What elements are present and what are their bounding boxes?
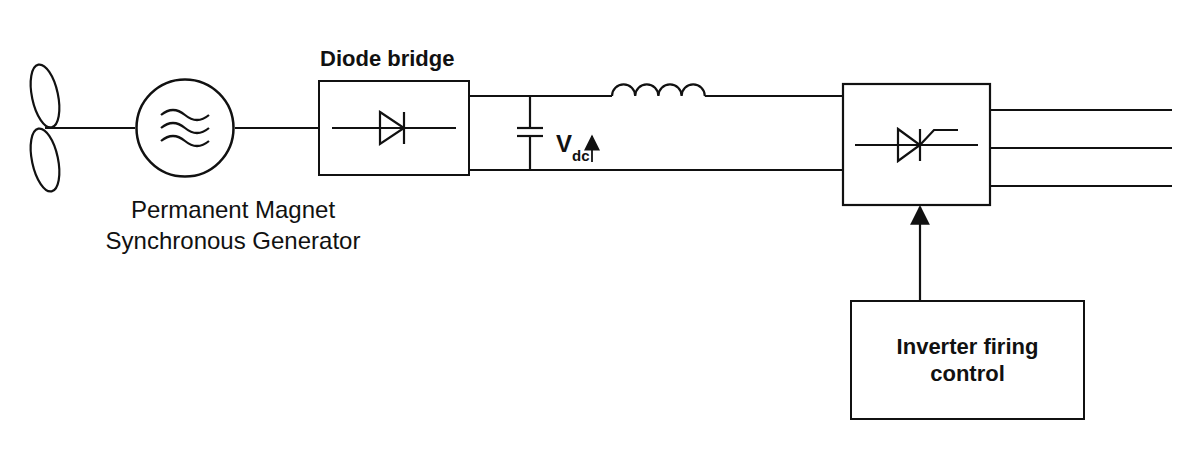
output-line <box>990 109 1172 111</box>
dc-wire <box>470 95 612 97</box>
connection-wire <box>235 127 318 129</box>
capacitor-lead <box>529 96 531 128</box>
diode-symbol <box>320 82 468 174</box>
voltage-label: V <box>556 132 572 156</box>
diode-bridge-box: Diode bridge <box>318 80 470 176</box>
turbine-blade <box>26 126 65 194</box>
box-text: Inverter firing control <box>870 333 1065 388</box>
capacitor-plate <box>517 127 543 129</box>
generator-label: Permanent Magnet Synchronous Generator <box>83 194 383 256</box>
turbine-blade <box>26 62 65 130</box>
inverter-box <box>843 84 990 205</box>
voltage-subscript: dc <box>572 148 590 163</box>
dc-wire <box>705 95 843 97</box>
inductor-symbol <box>612 84 705 96</box>
shaft <box>45 127 135 129</box>
generator-circle: Permanent Magnet Synchronous Generator <box>135 78 235 178</box>
control-arrow <box>919 207 921 300</box>
control-box: Inverter firing control <box>850 300 1085 420</box>
thyristor-symbol <box>898 129 920 161</box>
dc-wire <box>470 169 843 171</box>
thyristor-gate <box>920 130 958 145</box>
output-line <box>990 147 1172 149</box>
output-line <box>990 185 1172 187</box>
voltage-arrow <box>591 136 593 162</box>
generator-outline <box>135 78 235 178</box>
box-heading: Diode bridge <box>320 46 454 72</box>
capacitor-lead <box>529 136 531 170</box>
thyristor-lead <box>855 144 978 146</box>
